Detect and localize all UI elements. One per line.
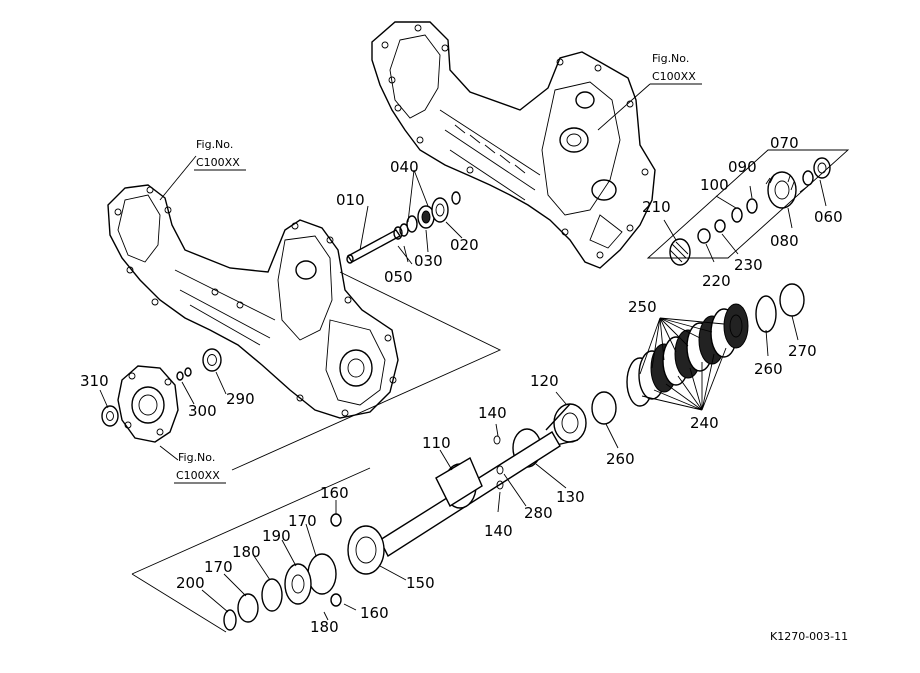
part-label-180-lower: 180 (310, 618, 339, 636)
leader-lines (99, 83, 827, 621)
seal-parts-290-300 (176, 348, 222, 381)
part-label-050: 050 (384, 268, 413, 286)
figure-ref-number: C100XX (176, 469, 220, 482)
part-label-290: 290 (226, 390, 255, 408)
part-label-040: 040 (390, 158, 419, 176)
part-label-310: 310 (80, 372, 109, 390)
part-label-270: 270 (788, 342, 817, 360)
lower-gear-group (131, 467, 385, 633)
part-label-140-upper: 140 (478, 404, 507, 422)
bearing-group-060-230 (646, 149, 850, 266)
part-label-140-lower: 140 (484, 522, 513, 540)
part-label-070: 070 (770, 134, 799, 152)
lower-transmission-case (107, 184, 399, 419)
part-label-280: 280 (524, 504, 553, 522)
figure-ref-number: C100XX (196, 156, 240, 169)
figure-ref-label: Fig.No. (652, 52, 689, 65)
part-label-260-lower: 260 (606, 450, 635, 468)
part-label-090: 090 (728, 158, 757, 176)
part-label-100: 100 (700, 176, 729, 194)
part-label-020: 020 (450, 236, 479, 254)
part-label-110: 110 (422, 434, 451, 452)
part-label-150: 150 (406, 574, 435, 592)
part-label-230: 230 (734, 256, 763, 274)
shaft-group-010-050 (346, 191, 461, 264)
upper-transmission-case (371, 21, 656, 269)
part-label-010: 010 (336, 191, 365, 209)
figure-ref-left: Fig.No. C100XX (194, 138, 246, 171)
part-label-210: 210 (642, 198, 671, 216)
main-shaft-110 (379, 431, 561, 558)
clutch-disc-pack (591, 283, 805, 425)
part-label-030: 030 (414, 252, 443, 270)
part-label-200: 200 (176, 574, 205, 592)
part-label-120: 120 (530, 372, 559, 390)
part-label-300: 300 (188, 402, 217, 420)
part-label-160-lower: 160 (360, 604, 389, 622)
part-label-060: 060 (814, 208, 843, 226)
part-label-160-upper: 160 (320, 484, 349, 502)
part-label-190: 190 (262, 527, 291, 545)
part-label-220: 220 (702, 272, 731, 290)
figure-ref-label: Fig.No. (196, 138, 233, 151)
part-labels: 010 040 020 030 050 070 090 100 060 210 … (80, 134, 843, 636)
part-label-130: 130 (556, 488, 585, 506)
figure-ref-upper-right: Fig.No. C100XX (650, 52, 702, 85)
part-label-260-upper: 260 (754, 360, 783, 378)
figure-ref-number: C100XX (652, 70, 696, 83)
figure-ref-lower-left: Fig.No. C100XX (174, 451, 226, 484)
part-label-250: 250 (628, 298, 657, 316)
part-label-180-upper: 180 (232, 543, 261, 561)
drawing-code: K1270-003-11 (770, 630, 848, 643)
part-label-170-upper: 170 (288, 512, 317, 530)
figure-ref-label: Fig.No. (178, 451, 215, 464)
part-label-170-lower: 170 (204, 558, 233, 576)
part-label-240: 240 (690, 414, 719, 432)
front-cover-housing (101, 365, 179, 443)
part-label-080: 080 (770, 232, 799, 250)
